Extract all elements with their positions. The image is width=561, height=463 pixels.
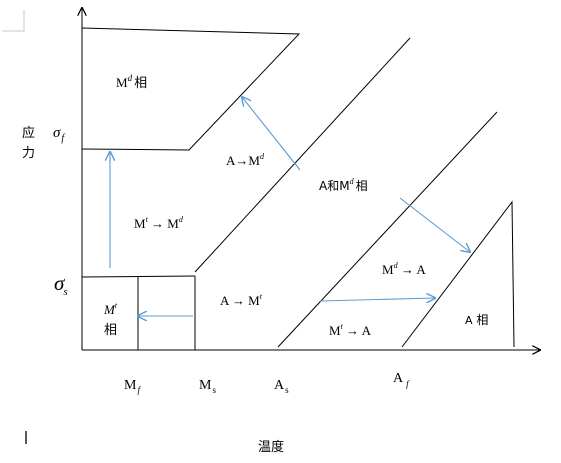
md-phase-boundary — [81, 27, 301, 151]
ms-diagonal-boundary — [194, 37, 411, 273]
as-diagonal-boundary — [277, 111, 498, 348]
label-a-phase: A 相 — [465, 313, 488, 327]
label-mt-to-md: Mt → Md — [134, 215, 184, 231]
arrow-mt-to-a — [319, 298, 435, 301]
arrow-md-to-a — [399, 197, 470, 252]
ms-label: Ms — [199, 378, 216, 395]
sigma-s-line — [81, 275, 196, 278]
label-a-to-md: A→Md — [226, 152, 265, 168]
label-mt-phase-symbol: Mt — [103, 301, 118, 317]
label-mt-phase-word: 相 — [104, 323, 117, 338]
label-a-to-mt: A → Mt — [220, 292, 263, 308]
arrow-a-to-md — [242, 97, 301, 171]
y-axis-label-2: 力 — [22, 146, 35, 161]
y-axis-label-1: 应 — [22, 125, 35, 141]
corner-mark — [2, 10, 25, 32]
sigma-s-label: σs — [54, 271, 68, 298]
x-axis-label: 温度 — [258, 439, 284, 455]
label-md-to-a: Md → A — [382, 261, 426, 277]
sigma-f-label: σf — [53, 125, 65, 144]
as-label: As — [274, 378, 289, 395]
mf-label: Mf — [124, 378, 141, 395]
label-mt-to-a: Mt → A — [329, 322, 372, 338]
af-triangle-boundary — [401, 200, 515, 348]
